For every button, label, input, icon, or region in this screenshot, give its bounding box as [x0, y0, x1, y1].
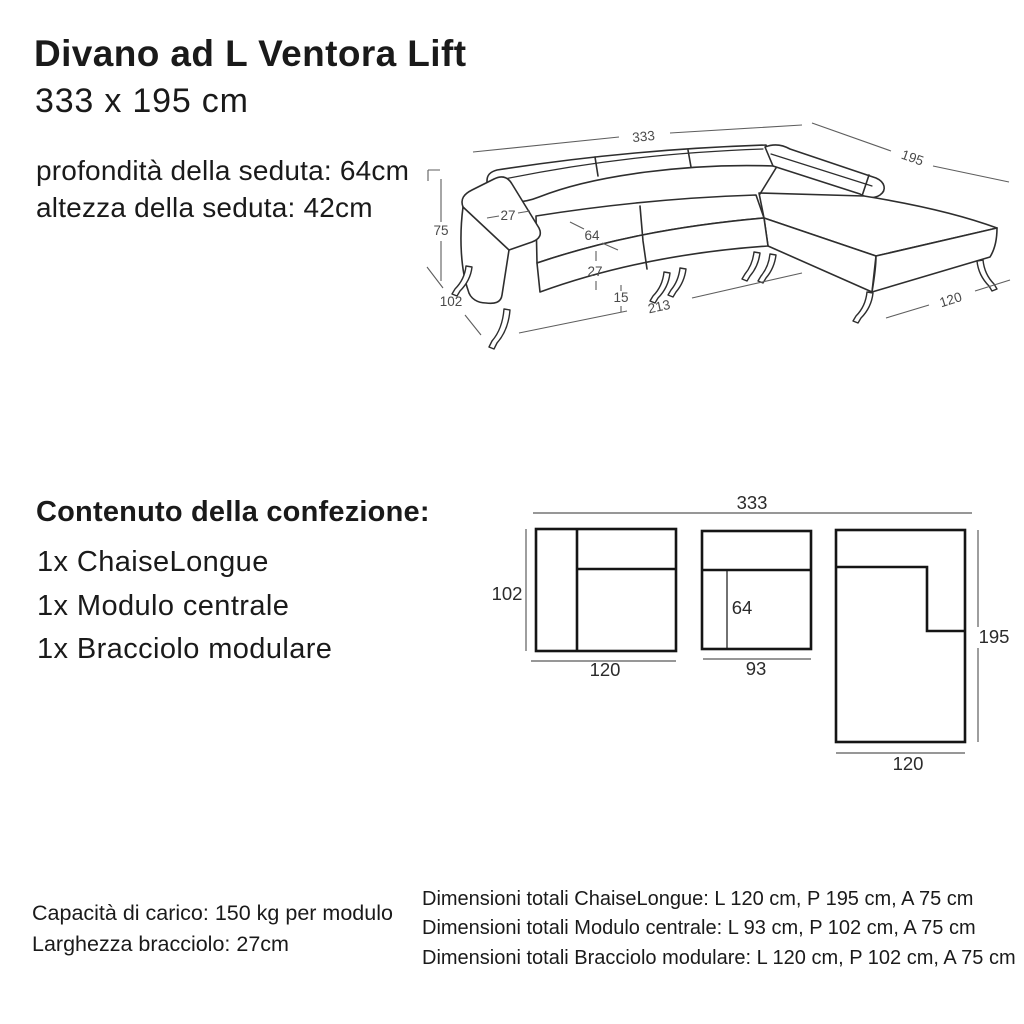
module-chaise-backrest-line — [836, 565, 965, 633]
module-centrale-outline — [700, 529, 813, 651]
page-title: Divano ad L Ventora Lift — [34, 33, 467, 74]
package-contents-heading: Contenuto della confezione: — [36, 496, 430, 528]
module-dimension-lines — [525, 512, 979, 754]
sofa-leg — [667, 267, 687, 298]
dim-total-width: 333 — [632, 128, 656, 145]
sofa-leg — [488, 308, 511, 350]
dim-module-depth: 102 — [440, 294, 463, 309]
backrest-seam-1 — [594, 156, 599, 177]
module-chaise-outline — [834, 528, 967, 744]
sofa-leg — [757, 253, 777, 284]
seat-depth-line: profondità della seduta: 64cm — [36, 155, 410, 186]
centrale-width-label: 93 — [746, 658, 767, 679]
sofa-leg — [451, 265, 473, 297]
chaise-right-face — [871, 227, 998, 293]
sofa-leg — [741, 251, 761, 282]
dim-armrest-width: 27 — [500, 208, 515, 223]
seat-front-face — [536, 217, 769, 293]
chaise-width-label: 120 — [893, 753, 924, 774]
backrest-top-edge — [489, 148, 764, 183]
dim-chaise-width: 120 — [938, 289, 964, 310]
sofa-dimension-lines — [426, 122, 1011, 336]
footer-total-dimensions: Dimensioni totali ChaiseLongue: L 120 cm… — [422, 885, 1016, 973]
corner-seam — [759, 167, 777, 195]
chaise-backrest-top-edge — [770, 153, 873, 187]
dim-total-height: 75 — [433, 223, 448, 238]
sofa-leg — [852, 291, 874, 324]
backrest-cushions — [486, 144, 775, 204]
total-dimensions-chaise: Dimensioni totali ChaiseLongue: L 120 cm… — [422, 888, 974, 910]
package-contents-list: 1x ChaiseLongue 1x Modulo centrale 1x Br… — [37, 541, 332, 672]
bracciolo-depth-label: 102 — [492, 583, 523, 604]
module-bracciolo-outline — [534, 527, 678, 653]
dim-seat-length: 213 — [646, 297, 671, 316]
sofa-leg — [976, 259, 998, 292]
total-dimensions-bracciolo: Dimensioni totali Bracciolo modulare: L … — [422, 946, 1016, 969]
chaise-backrest-cap-seam — [861, 174, 870, 197]
centrale-seat-depth-label: 64 — [732, 597, 753, 618]
sofa-technical-drawing: 333 195 75 102 27 64 27 15 213 120 — [426, 122, 1011, 350]
seat-info: profondità della seduta: 64cm altezza de… — [36, 152, 409, 226]
seat-seam — [639, 205, 648, 270]
sofa-leg — [649, 271, 671, 304]
dim-total-depth: 195 — [899, 147, 925, 169]
dim-seat-height: 27 — [587, 264, 602, 279]
armrest-width-spec: Larghezza bracciolo: 27cm — [32, 932, 289, 956]
dim-seat-depth: 64 — [584, 228, 600, 243]
modules-total-width-label: 333 — [737, 492, 768, 513]
chaise-depth-label: 195 — [979, 626, 1010, 647]
total-dimensions-centrale: Dimensioni totali Modulo centrale: L 93 … — [422, 917, 976, 940]
load-capacity: Capacità di carico: 150 kg per modulo — [32, 901, 393, 925]
product-size: 333 x 195 cm — [35, 82, 249, 120]
armrest-front-face — [460, 206, 510, 305]
package-item: 1x Modulo centrale — [37, 589, 290, 622]
backrest-seam-2 — [687, 149, 692, 168]
footer-specs-left: Capacità di carico: 150 kg per modulo La… — [32, 898, 393, 960]
dim-clearance: 15 — [613, 290, 628, 305]
seat-height-line: altezza della seduta: 42cm — [36, 192, 373, 223]
package-item: 1x Bracciolo modulare — [37, 633, 333, 665]
package-item: 1x ChaiseLongue — [37, 546, 269, 578]
bracciolo-width-label: 120 — [590, 659, 621, 680]
modules-schematic: 333 102 120 64 93 195 120 — [492, 492, 1010, 774]
